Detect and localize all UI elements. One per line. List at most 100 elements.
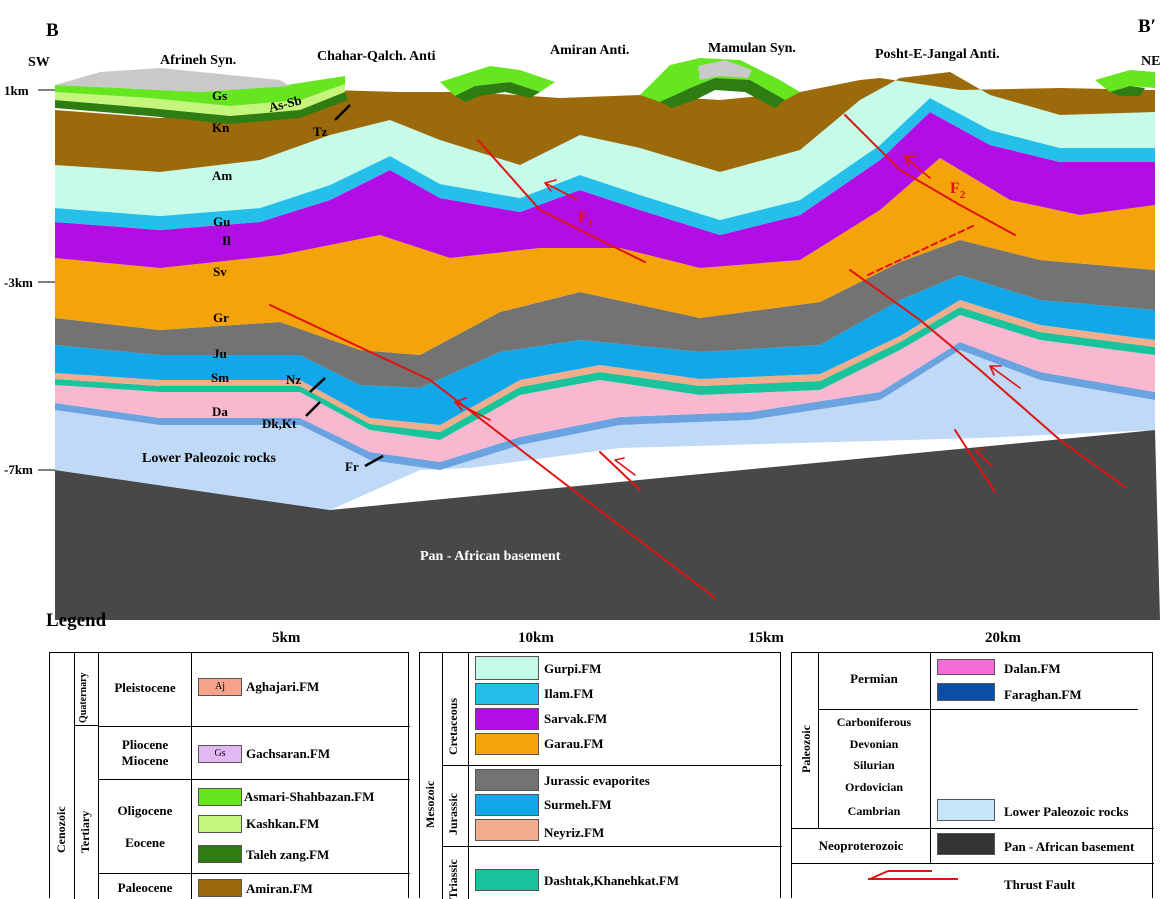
unit-jurassic-evaporites [55,240,1155,388]
period-cretaceous: Cretaceous [446,697,460,755]
unit-gachsaran-mamulan [698,60,752,80]
label-ju: Ju [213,346,227,361]
swatch-gachsaran: Gs [198,745,242,763]
unit-faraghan [55,342,1155,470]
epoch-oligocene: Oligocene [117,803,173,818]
swatch-surmeh [475,794,539,816]
label-sm: Sm [211,370,229,385]
distance-20km: 20km [985,630,1021,646]
fault-f1 [477,139,646,263]
epoch-miocene: Miocene [121,753,169,768]
label-sv: Sv [213,264,227,279]
distance-15km: 15km [748,630,784,646]
unit-taleh-zang-left [55,92,348,124]
structure-amiran: Amiran Anti. [550,43,629,58]
legend-title: Legend [46,610,107,631]
corner-left-label: B [46,20,59,41]
label-kn: Kn [212,120,230,135]
unit-neyriz [55,300,1155,432]
era-mesozoic: Mesozoic [423,780,437,828]
swatch-faraghan [937,683,995,701]
swatch-gurpi [475,656,539,680]
epoch-eocene: Eocene [125,835,165,850]
arrow-2 [544,179,579,201]
epoch-pleistocene: Pleistocene [114,680,176,695]
swatch-jurassic-evaporites [475,769,539,791]
fm-garau: Garau.FM [544,736,604,751]
leader-fr [364,454,384,468]
fm-jurassic-evaporites: Jurassic evaporites [544,773,650,788]
fm-surmeh: Surmeh.FM [544,797,612,812]
structure-afrineh: Afrineh Syn. [160,53,236,68]
fault-f2-dashed [867,224,976,276]
fm-ilam: Ilam.FM [544,686,594,701]
period-triassic: Triassic [446,859,460,899]
swatch-kashkan [198,815,242,833]
fm-lower-paleozoic: Lower Paleozoic rocks [1004,804,1129,819]
fault-east [849,269,1126,488]
fm-dashtak: Dashtak,Khanehkat.FM [544,873,680,888]
depth-ticks [38,89,55,471]
unit-dalan [55,315,1155,462]
distance-5km: 5km [272,630,301,646]
leader-lines [305,104,384,468]
unit-gachsaran-left [55,68,290,92]
period-carboniferous: Carboniferous [836,715,912,729]
distance-10km: 10km [518,630,554,646]
fm-taleh-zang: Taleh zang.FM [246,847,330,862]
era-paleozoic: Paleozoic [799,725,813,773]
depth-minus-7km: -7km [4,462,33,477]
period-quaternary: Quaternary [78,672,89,723]
label-gr: Gr [213,310,229,325]
arrow-1 [454,397,491,421]
swatch-sarvak [475,708,539,730]
structure-mamulan: Mamulan Syn. [708,41,796,56]
fm-thrust-fault: Thrust Fault [1004,877,1076,892]
unit-garau [55,158,1155,355]
fm-sarvak: Sarvak.FM [544,711,608,726]
depth-1km: 1km [4,83,29,98]
arrow-4 [989,365,1021,389]
fm-asmari: Asmari-Shahbazan.FM [244,789,375,804]
label-gu: Gu [213,214,230,229]
fault-splay-west [599,451,641,491]
thrust-faults [269,114,1126,599]
fm-gurpi: Gurpi.FM [544,661,602,676]
swatch-taleh-zang [198,845,242,863]
structure-posht-e-jangal: Posht-E-Jangal Anti. [875,47,999,62]
thrust-fault-symbol [868,870,958,880]
unit-gurpi [55,72,1155,220]
arrow-5 [614,457,636,476]
unit-asmari-right [1095,70,1155,92]
swatch-lower-paleozoic [937,799,995,821]
fm-amiran: Amiran.FM [246,881,313,896]
unit-taleh-mamulan [660,78,785,108]
label-am: Am [212,168,232,183]
unit-kashkan-left [55,84,345,116]
epoch-paleocene: Paleocene [117,880,173,895]
swatch-neyriz [475,819,539,841]
label-da: Da [212,404,228,419]
label-gs: Gs [212,88,227,103]
swatch-asmari [198,788,242,806]
dir-right-label: NE [1141,54,1160,69]
swatch-ilam [475,683,539,705]
fm-faraghan: Faraghan.FM [1004,687,1082,702]
cross-section: B B′ SW NE Afrineh Syn. Chahar-Qalch. An… [4,16,1161,620]
label-f2: F2 [950,180,966,201]
fm-kashkan: Kashkan.FM [246,816,320,831]
label-il: Il [222,233,231,248]
unit-kashkan-amiran [455,82,540,102]
fault-main [269,304,716,599]
fm-neyriz: Neyriz.FM [544,825,605,840]
legend-mesozoic: Mesozoic Cretaceous Jurassic Triassic Gu… [419,652,782,899]
label-f1: F1 [578,209,593,230]
era-cenozoic: Cenozoic [54,806,68,853]
unit-dashtak [55,307,1155,440]
epoch-pliocene: Pliocene [121,737,169,752]
label-lower-paleozoic: Lower Paleozoic rocks [142,451,277,466]
fm-gachsaran: Gachsaran.FM [246,746,331,761]
leader-tz [334,104,351,121]
swatch-garau [475,733,539,755]
unit-surmeh [55,275,1155,425]
